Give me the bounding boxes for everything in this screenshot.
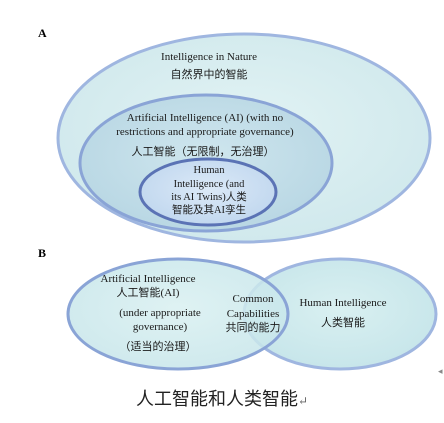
inner-label-3: its AI Twins)人类 [171,190,247,203]
outer-label-zh: 自然界中的智能 [171,67,248,81]
overlap-label-1: Common [233,293,274,305]
human-intelligence-label-zh: 人类智能 [321,315,365,329]
inner-label-1: Human [194,165,226,176]
panel-a-letter: A [38,26,47,40]
ai-label-3: (under appropriate [119,307,201,319]
inner-label-4: 智能及其AI孪生 [172,203,246,216]
middle-label-en-2: restrictions and appropriate governance) [116,126,294,138]
outer-label-en: Intelligence in Nature [161,51,257,63]
middle-label-en-1: Artificial Intelligence (AI) (with no [127,112,284,124]
paragraph-mark-icon: ↵ [297,394,309,408]
figure-caption: 人工智能和人类智能↵ [0,385,444,411]
overlap-label-3: 共同的能力 [226,320,281,334]
overlap-label-2: Capabilities [227,308,280,320]
ai-label-4: governance) [133,321,188,333]
artificial-intelligence-circle [66,257,290,371]
inner-label-2: Intelligence (and [174,179,246,190]
human-intelligence-label-en: Human Intelligence [299,297,386,309]
ai-label-5: （适当的治理） [120,339,197,353]
panel-b-letter: B [38,246,46,260]
edge-marker-icon: ◂ [438,367,443,377]
human-intelligence-ellipse [138,157,278,227]
middle-label-zh: 人工智能（无限制，无治理） [132,144,275,158]
ai-label-1: Artificial Intelligence [101,273,196,285]
ai-label-2: 人工智能(AI) [117,285,180,299]
caption-text: 人工智能和人类智能 [135,389,298,410]
